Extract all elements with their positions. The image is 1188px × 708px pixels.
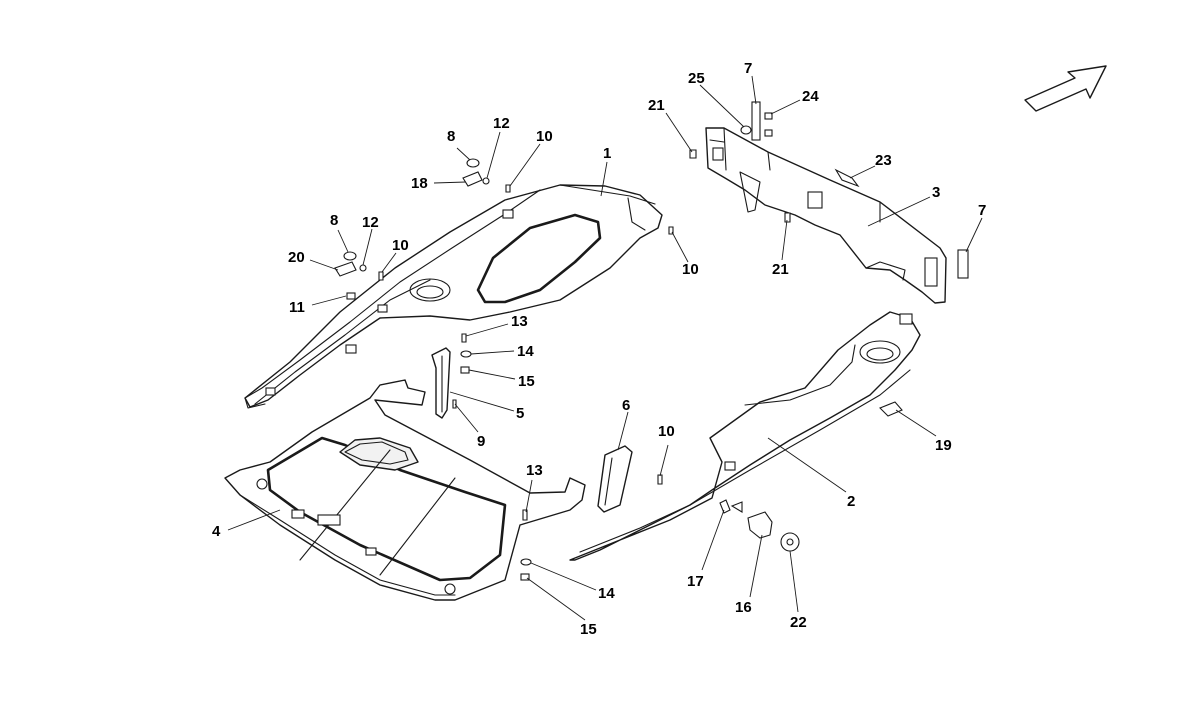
part-5-bracket [431,347,451,419]
callout-3: 3 [932,184,940,201]
callout-5: 5 [516,405,524,422]
part-1-side-panel [244,184,663,409]
callout-10-left: 10 [392,237,409,254]
callout-15-lower: 15 [580,621,597,638]
callout-14-top: 14 [517,343,534,360]
callout-21-mid: 21 [772,261,789,278]
callout-6: 6 [622,397,630,414]
callout-8-top: 8 [447,128,455,145]
callout-4: 4 [212,523,221,540]
callout-19: 19 [935,437,952,454]
callout-12-top: 12 [493,115,510,132]
part-2-side-panel [569,311,921,561]
callout-8-mid: 8 [330,212,338,229]
callout-21-top: 21 [648,97,665,114]
callout-17: 17 [687,573,704,590]
callout-15-top: 15 [518,373,535,390]
callout-10-right: 10 [682,261,699,278]
callout-1: 1 [603,145,611,162]
part-3-rear-bracket [705,127,947,304]
callout-14-lower: 14 [598,585,615,602]
callout-10-top: 10 [536,128,553,145]
callout-10-lower: 10 [658,423,675,440]
leader-lines [227,75,983,621]
callout-18: 18 [411,175,428,192]
part-6-bracket [597,445,633,513]
callout-12-mid: 12 [362,214,379,231]
callout-13-lower: 13 [526,462,543,479]
callout-24: 24 [802,88,819,105]
callout-22: 22 [790,614,807,631]
callout-2: 2 [847,493,855,510]
callout-7-top: 7 [744,60,752,77]
callout-16: 16 [735,599,752,616]
callout-20: 20 [288,249,305,266]
callout-25: 25 [688,70,705,87]
callout-23: 23 [875,152,892,169]
callout-11: 11 [289,299,305,316]
callout-7-right: 7 [978,202,986,219]
callout-9: 9 [477,433,485,450]
direction-arrow-icon [1024,65,1107,112]
callout-13-top: 13 [511,313,528,330]
hardware-items [334,101,969,581]
part-4-floor-panel [224,379,586,601]
callout-labels: 1 2 3 4 5 6 7 7 8 8 9 10 10 10 10 11 12 … [212,60,986,638]
